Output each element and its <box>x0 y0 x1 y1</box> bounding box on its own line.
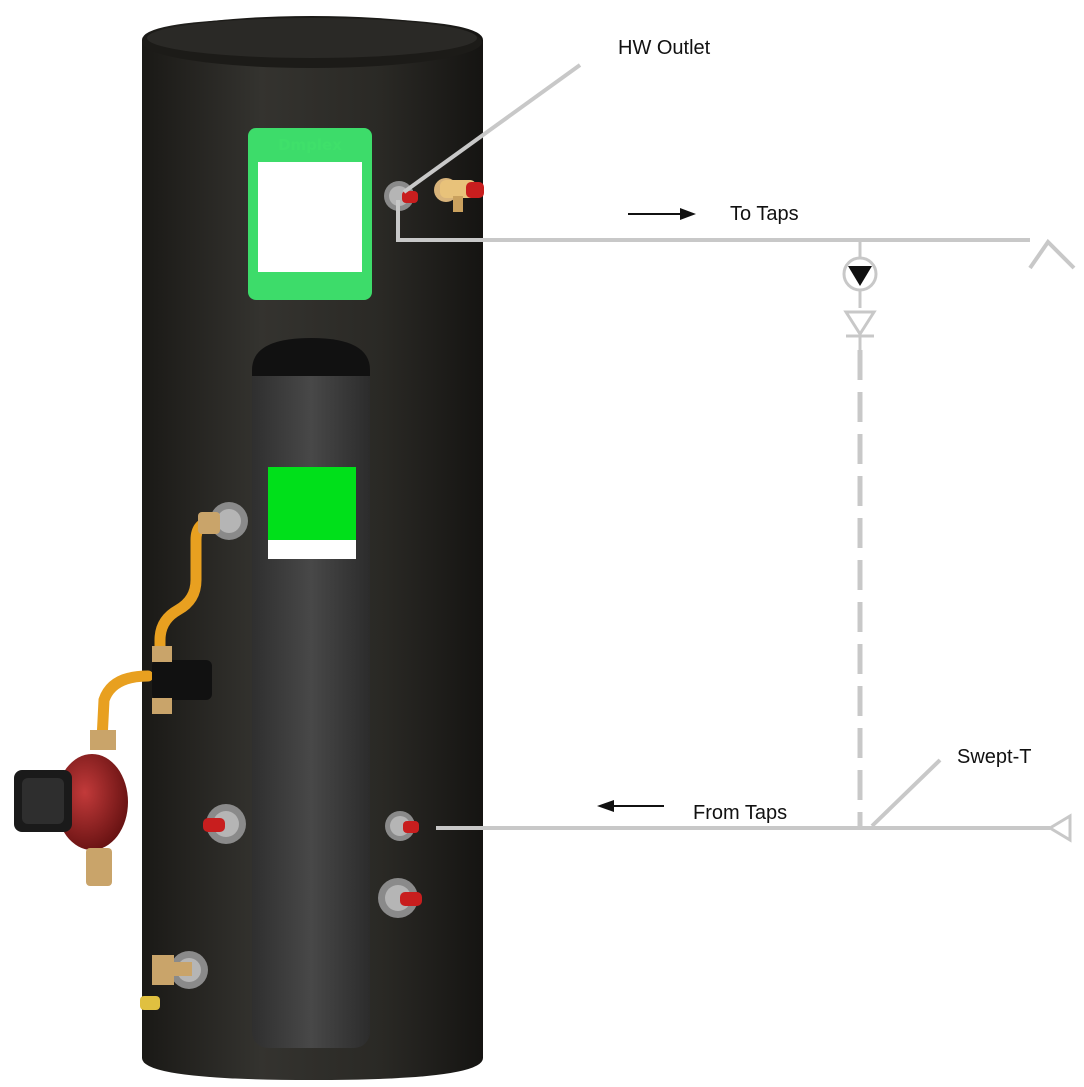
schematic <box>398 65 1074 840</box>
label-swept-t: Swept-T <box>957 746 1031 768</box>
tap-symbol-lower <box>1050 816 1070 840</box>
circulating-pump <box>14 730 128 886</box>
pump-coupling-top <box>90 730 116 750</box>
label-hw-outlet: HW Outlet <box>618 37 711 59</box>
front-panel-body <box>252 360 370 1048</box>
zone-valve <box>152 660 212 700</box>
secondary-pump-icon <box>844 258 876 290</box>
flow-arrow-to-taps <box>628 208 696 220</box>
zone-valve-coupling <box>152 646 172 662</box>
flow-pipe-to-taps <box>398 200 1030 240</box>
swept-t-leader-line <box>872 760 940 826</box>
zone-valve-coupling-lower <box>152 698 172 714</box>
pump-motor-face <box>22 778 64 824</box>
brand-display: Dmplex <box>248 128 372 300</box>
tap-symbol-upper <box>1030 242 1074 268</box>
front-panel <box>252 338 370 1048</box>
check-valve-icon <box>846 312 874 350</box>
flow-arrow-from-taps <box>597 800 664 812</box>
brand-logo-text: Dmplex <box>278 136 342 154</box>
controller-display-strip <box>268 540 356 559</box>
label-to-taps: To Taps <box>730 203 799 225</box>
upper-coupling <box>198 512 220 534</box>
brand-display-screen <box>258 162 362 272</box>
pump-coupling-bottom <box>86 848 112 886</box>
cylinder-top-rim <box>147 18 477 58</box>
label-from-taps: From Taps <box>693 802 787 824</box>
